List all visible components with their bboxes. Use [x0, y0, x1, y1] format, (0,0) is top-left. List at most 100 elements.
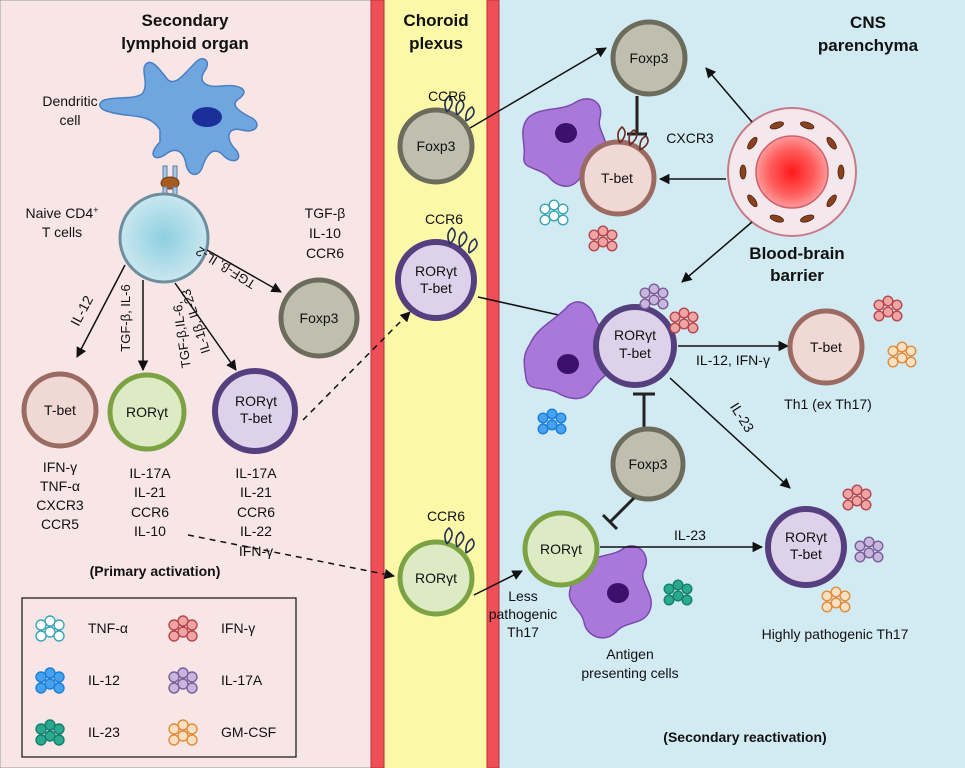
svg-text:RORγt: RORγt: [126, 404, 168, 420]
cp-roryt-cell: RORγt: [397, 526, 475, 617]
cluster-10: [663, 579, 693, 606]
svg-text:IL-21: IL-21: [240, 484, 272, 500]
cns-high-path-cell: RORγt T-bet: [765, 506, 847, 588]
cns-dual-cell: RORγt T-bet: [593, 304, 677, 388]
inhibit-foxp3-dual: [633, 392, 655, 428]
svg-text:TGF-β: TGF-β: [305, 205, 346, 221]
legend-label-0: TNF-α: [88, 620, 128, 636]
cp-dual-cell: RORγt T-bet: [395, 226, 478, 321]
endothelial-cell: [739, 164, 747, 180]
receptor-ccr6-foxp3: CCR6: [428, 88, 466, 104]
endothelial-cell: [769, 121, 784, 130]
svg-text:Foxp3: Foxp3: [629, 456, 668, 472]
svg-text:RORγt: RORγt: [785, 529, 827, 545]
legend-label-1: IFN-γ: [221, 620, 255, 636]
barrier-left: [370, 0, 385, 768]
label-presenting-cells: presenting cells: [581, 665, 678, 681]
endothelial-cell: [800, 121, 815, 130]
svg-text:Foxp3: Foxp3: [417, 138, 456, 154]
endothelial-cell: [826, 194, 837, 208]
migration-dual: [302, 311, 411, 421]
svg-text:IFN-γ: IFN-γ: [43, 459, 77, 475]
legend-swatch-2: [35, 667, 65, 694]
svg-text:T-bet: T-bet: [420, 280, 452, 296]
endothelial-cell: [800, 214, 815, 223]
cluster-1: [588, 225, 618, 252]
legend-swatch-5: [168, 719, 198, 746]
cond-tgfb-il6: TGF-β, IL-6: [118, 284, 133, 351]
header-cns: CNS: [850, 13, 886, 32]
cns-foxp3-top-cell: Foxp3: [610, 19, 688, 97]
legend-label-4: IL-23: [88, 724, 120, 740]
cytokine-clusters: [537, 199, 917, 613]
naive-cd4-t-cell: [118, 192, 210, 284]
legend-label-5: GM-CSF: [221, 724, 276, 740]
receptor-ccr6-roryt: CCR6: [427, 508, 465, 524]
cns-foxp3-mid-cell: Foxp3: [610, 426, 686, 502]
arrow-to-foxp3: [206, 249, 282, 293]
svg-text:T-bet: T-bet: [810, 339, 842, 355]
legend-swatch-0: [35, 615, 65, 642]
endothelial-cell: [747, 194, 758, 208]
header-lymphoid: lymphoid organ: [121, 34, 249, 53]
label-naive-tcells: T cells: [42, 224, 82, 240]
header-parenchyma: parenchyma: [818, 36, 919, 55]
svg-text:RORγt: RORγt: [235, 393, 277, 409]
label-dendritic: Dendritic: [42, 93, 97, 109]
migration-roryt: [187, 534, 396, 580]
lymph-tbet-cell: T-bet: [21, 371, 99, 449]
header-choroid: Choroid: [403, 11, 468, 30]
label-pathogenic: pathogenic: [489, 606, 558, 622]
lymph-dual-cell: RORγt T-bet: [212, 368, 298, 454]
label-th17: Th17: [507, 624, 539, 640]
label-dendritic-cell: cell: [59, 112, 80, 128]
cluster-2: [639, 283, 669, 310]
cns-th1-cell: T-bet: [787, 308, 865, 386]
svg-text:TNF-α: TNF-α: [40, 478, 80, 494]
svg-text:IL-21: IL-21: [134, 484, 166, 500]
svg-text:CCR6: CCR6: [131, 504, 169, 520]
lymph-foxp3-cell: Foxp3: [278, 277, 360, 359]
arrow-to-tbet: [76, 264, 126, 358]
label-less: Less: [508, 588, 538, 604]
svg-text:CCR5: CCR5: [41, 516, 79, 532]
arrow-bbb-to-foxp3: [705, 67, 753, 123]
svg-text:IL-22: IL-22: [240, 523, 272, 539]
receptor-cxcr3: CXCR3: [666, 130, 714, 146]
legend-swatch-3: [168, 667, 198, 694]
arrow-cp-foxp3-to-cns: [469, 47, 607, 129]
svg-text:IL-17A: IL-17A: [235, 465, 277, 481]
legend: TNF-α IFN-γIL-12 IL-17A IL-23 GM-CSF: [35, 615, 276, 746]
legend-label-2: IL-12: [88, 672, 120, 688]
svg-text:RORγt: RORγt: [540, 541, 582, 557]
svg-text:T-bet: T-bet: [44, 402, 76, 418]
svg-text:CCR6: CCR6: [306, 245, 344, 261]
cluster-5: [873, 295, 903, 322]
cluster-8: [854, 536, 884, 563]
dual-products: IL-17A IL-21 CCR6 IL-22 IFN-γ: [235, 465, 277, 559]
svg-text:Foxp3: Foxp3: [630, 50, 669, 66]
inhibit-foxp3-roryt: [601, 496, 636, 531]
legend-box: [21, 597, 297, 758]
legend-label-3: IL-17A: [221, 672, 263, 688]
svg-text:T-bet: T-bet: [619, 345, 651, 361]
svg-text:T-bet: T-bet: [790, 546, 822, 562]
svg-text:IL-17A: IL-17A: [129, 465, 171, 481]
receptor-ccr6-dual: CCR6: [425, 211, 463, 227]
dendritic-cell: [99, 58, 258, 176]
svg-text:RORγt: RORγt: [415, 263, 457, 279]
label-primary-activation: (Primary activation): [90, 563, 221, 579]
label-secondary-reactivation: (Secondary reactivation): [663, 729, 826, 745]
tbet-products: IFN-γ TNF-α CXCR3 CCR5: [36, 459, 84, 532]
cluster-7: [842, 484, 872, 511]
arrow-bbb-to-dual: [681, 221, 753, 283]
cns-tbet-top-cell: T-bet: [579, 125, 657, 217]
legend-swatch-1: [168, 615, 198, 642]
foxp3-products: TGF-β IL-10 CCR6: [305, 205, 346, 261]
roryt-products: IL-17A IL-21 CCR6 IL-10: [129, 465, 171, 539]
endothelial-cell: [837, 164, 845, 180]
svg-text:T-bet: T-bet: [601, 170, 633, 186]
label-barrier: barrier: [770, 266, 824, 285]
svg-text:IL-10: IL-10: [309, 225, 341, 241]
